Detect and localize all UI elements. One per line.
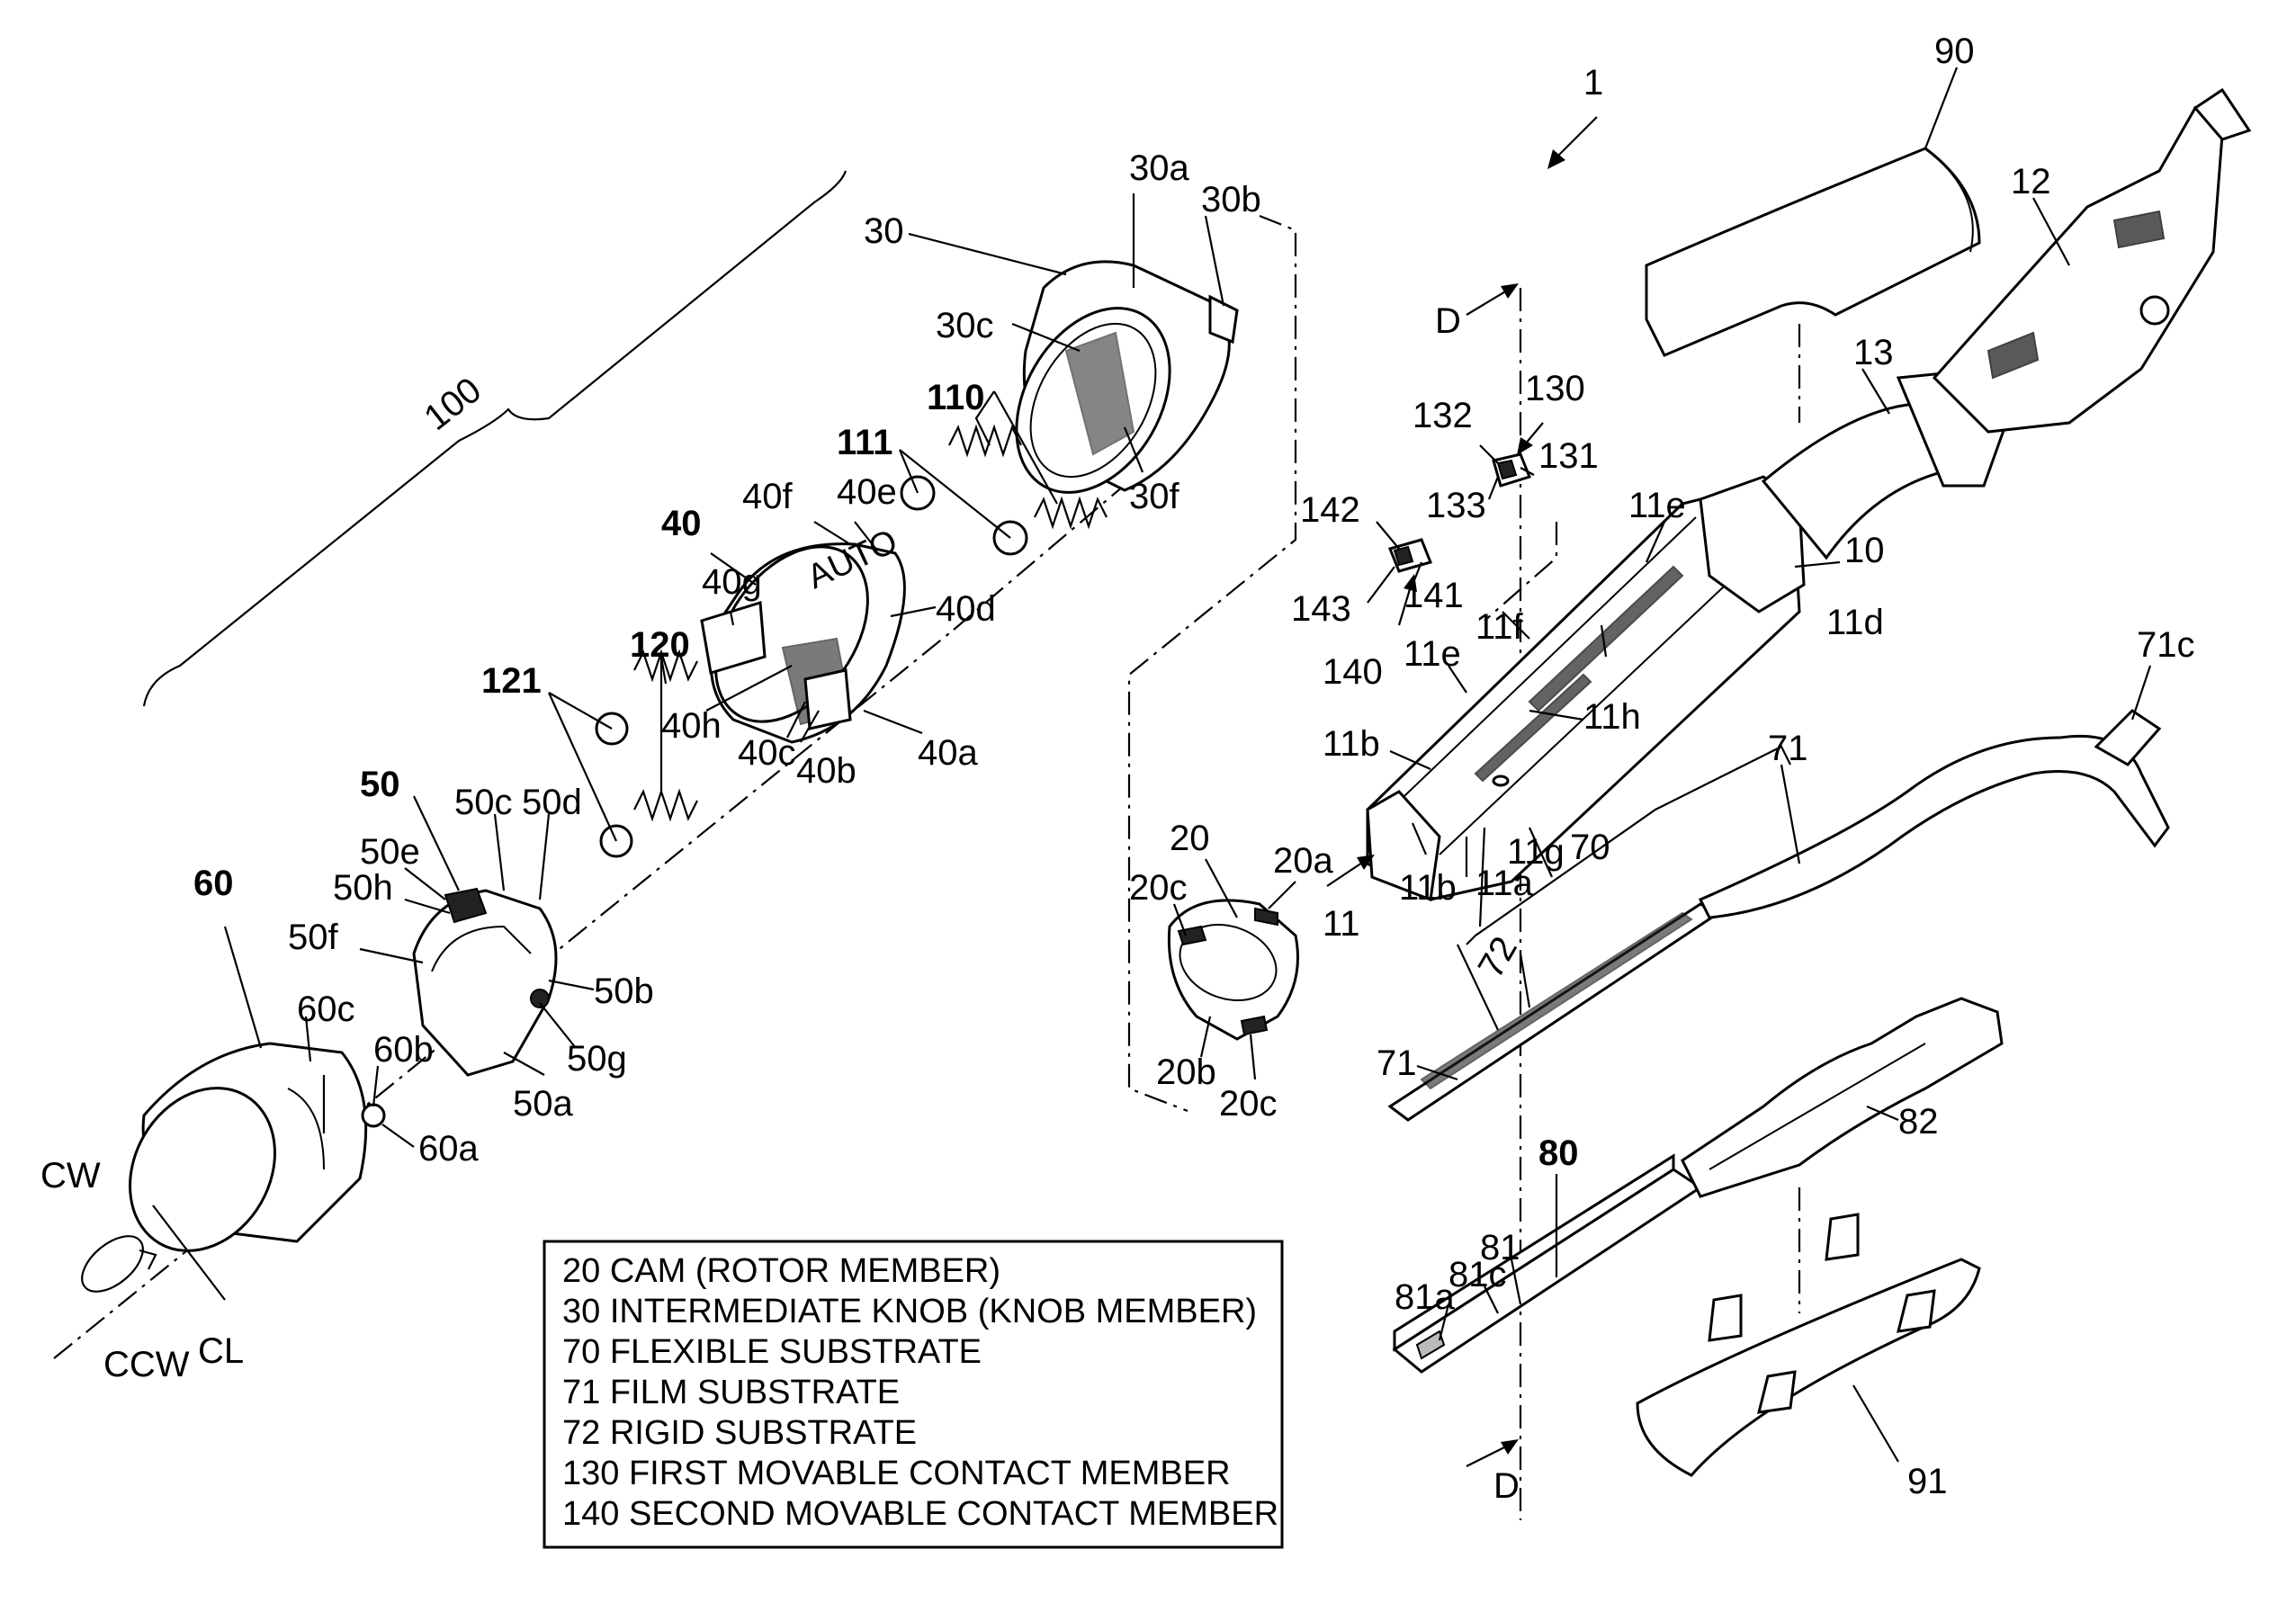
label-141: 141	[1404, 576, 1464, 615]
label-142: 142	[1300, 490, 1360, 530]
label-50b: 50b	[594, 972, 654, 1011]
label-81a: 81a	[1395, 1277, 1455, 1317]
label-91: 91	[1907, 1462, 1948, 1501]
label-120: 120	[630, 625, 690, 665]
legend: 20 CAM (ROTOR MEMBER) 30 INTERMEDIATE KN…	[544, 1241, 1282, 1547]
label-30c: 30c	[936, 306, 994, 345]
label-20c-lower: 20c	[1219, 1084, 1278, 1124]
label-72: 72	[1471, 930, 1525, 985]
label-50: 50	[360, 765, 400, 804]
legend-item-140: 140 SECOND MOVABLE CONTACT MEMBER	[562, 1495, 1278, 1533]
label-60b: 60b	[373, 1030, 434, 1070]
legend-item-71: 71 FILM SUBSTRATE	[562, 1374, 900, 1411]
rigid-substrate-72	[1390, 904, 1718, 1120]
label-140: 140	[1323, 652, 1383, 692]
rotation-arrow	[72, 1225, 156, 1302]
label-131: 131	[1538, 436, 1599, 476]
label-11b-upper: 11b	[1323, 724, 1380, 764]
label-100: 100	[417, 370, 489, 438]
label-80: 80	[1538, 1133, 1579, 1173]
label-11e-top: 11e	[1628, 486, 1686, 525]
holder-50	[414, 889, 556, 1075]
label-50g: 50g	[567, 1039, 627, 1079]
arrow-11	[1327, 855, 1375, 886]
lower-cover-91	[1637, 1214, 1979, 1475]
label-70: 70	[1570, 828, 1610, 867]
label-11h: 11h	[1583, 697, 1641, 737]
label-50a: 50a	[513, 1084, 573, 1124]
label-50c: 50c	[454, 783, 513, 822]
label-60: 60	[193, 864, 234, 903]
label-50h: 50h	[333, 868, 393, 908]
label-30f: 30f	[1129, 477, 1179, 516]
label-20: 20	[1170, 819, 1210, 858]
label-40h: 40h	[661, 706, 722, 746]
label-11e-left: 11e	[1404, 634, 1461, 674]
balls-111	[901, 477, 1027, 554]
intermediate-knob-30	[985, 262, 1237, 520]
label-50d: 50d	[522, 783, 582, 822]
label-71-upper: 71	[1768, 729, 1808, 768]
label-81c: 81c	[1448, 1255, 1507, 1294]
legend-item-72: 72 RIGID SUBSTRATE	[562, 1414, 917, 1452]
label-d-top: D	[1435, 301, 1461, 341]
label-ccw: CCW	[103, 1345, 190, 1384]
label-40: 40	[661, 504, 702, 543]
label-40e: 40e	[837, 472, 897, 512]
label-82: 82	[1898, 1102, 1939, 1142]
label-71-lower: 71	[1377, 1043, 1417, 1083]
label-143: 143	[1291, 589, 1351, 629]
legend-item-20: 20 CAM (ROTOR MEMBER)	[562, 1252, 1000, 1290]
arrow-1	[1547, 117, 1597, 169]
label-20a: 20a	[1273, 841, 1333, 881]
label-cw: CW	[40, 1156, 101, 1196]
label-30a: 30a	[1129, 148, 1189, 188]
label-11d: 11d	[1826, 603, 1884, 642]
label-20c-upper: 20c	[1129, 868, 1188, 908]
label-11: 11	[1323, 904, 1360, 944]
label-133: 133	[1426, 486, 1486, 525]
label-12: 12	[2011, 162, 2051, 202]
label-10: 10	[1844, 531, 1885, 570]
label-71c: 71c	[2137, 625, 2195, 665]
label-11g: 11g	[1507, 832, 1565, 872]
label-40g: 40g	[702, 562, 762, 602]
label-40f: 40f	[742, 477, 793, 516]
label-11b-lower: 11b	[1399, 868, 1457, 908]
label-30: 30	[864, 211, 904, 251]
label-1: 1	[1583, 63, 1603, 103]
label-50f: 50f	[288, 918, 338, 957]
label-40a: 40a	[918, 733, 978, 773]
legend-item-30: 30 INTERMEDIATE KNOB (KNOB MEMBER)	[562, 1293, 1257, 1330]
label-30b: 30b	[1201, 180, 1261, 219]
label-50e: 50e	[360, 832, 420, 872]
label-110: 110	[927, 378, 985, 417]
label-121: 121	[481, 661, 542, 701]
label-130: 130	[1525, 369, 1585, 408]
cover-90	[1646, 148, 1979, 355]
legend-item-130: 130 FIRST MOVABLE CONTACT MEMBER	[562, 1455, 1231, 1492]
label-90: 90	[1934, 31, 1975, 71]
label-40d: 40d	[936, 589, 996, 629]
legend-item-70: 70 FLEXIBLE SUBSTRATE	[562, 1333, 982, 1371]
label-d-bottom: D	[1493, 1466, 1520, 1506]
label-132: 132	[1413, 396, 1473, 435]
label-60c: 60c	[297, 990, 355, 1029]
label-20b: 20b	[1156, 1052, 1216, 1092]
outer-knob-60	[102, 1043, 384, 1277]
label-40b: 40b	[796, 751, 857, 791]
arrow-D-top	[1466, 283, 1519, 315]
arm-12	[1934, 90, 2249, 432]
cam-20	[1169, 900, 1297, 1039]
label-40c: 40c	[738, 733, 796, 773]
label-11f: 11f	[1475, 607, 1524, 647]
label-60a: 60a	[418, 1129, 479, 1169]
label-13: 13	[1853, 333, 1894, 372]
label-cl: CL	[198, 1331, 244, 1371]
arm-82	[1682, 999, 2002, 1196]
arrow-D-bottom	[1466, 1439, 1519, 1466]
label-111: 111	[837, 423, 892, 462]
